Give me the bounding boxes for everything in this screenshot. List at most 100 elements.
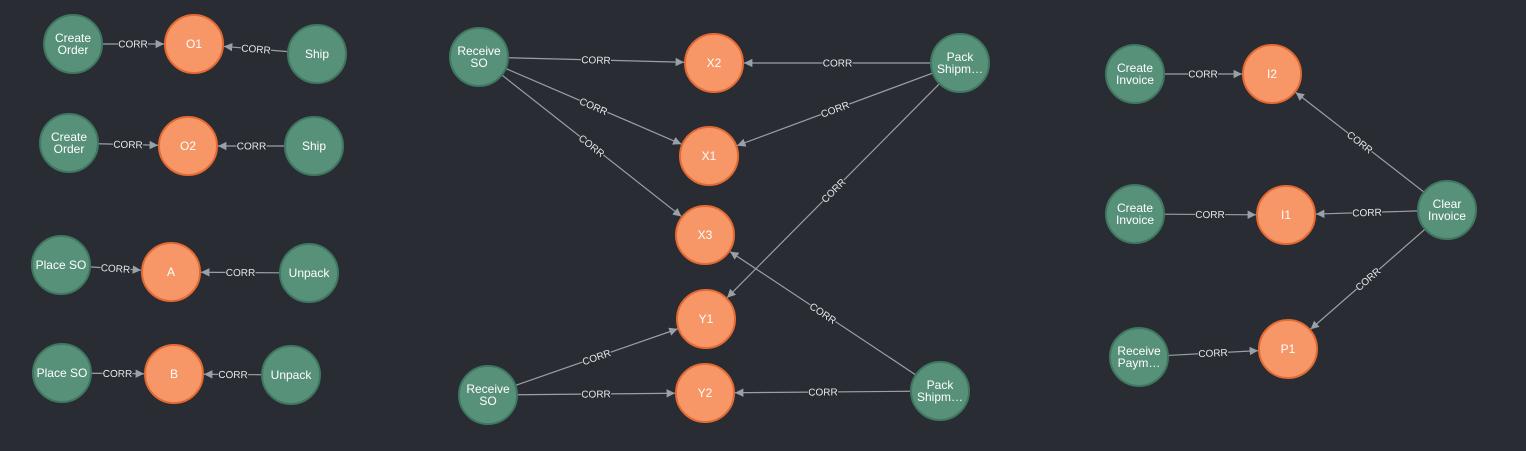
edge-n19-n18[interactable]: CORR [515,327,678,387]
edge-n12-n11[interactable]: CORR [203,368,263,381]
edge-n27-n28[interactable]: CORR [1167,346,1259,360]
edge-label-background [217,368,249,381]
edge-label-group: CORR [580,53,612,67]
object-node-n2[interactable]: O1 [164,14,224,74]
edge-label-background [1351,206,1383,219]
node-label: X3 [698,228,713,242]
edge-n1-n2[interactable]: CORR [102,38,164,51]
edge-n3-n2[interactable]: CORR [223,41,289,57]
object-node-n23[interactable]: I2 [1242,44,1302,104]
node-label: I1 [1281,208,1291,222]
edge-label-group: CORR [112,138,144,152]
node-label: Unpack [271,368,313,382]
edge-n19-n20[interactable]: CORR [516,387,676,401]
object-node-n11[interactable]: B [144,344,204,404]
node-label: SO [479,394,496,408]
edge-label: CORR [820,177,849,206]
node-circle [1105,184,1165,244]
object-node-n8[interactable]: A [141,242,201,302]
edge-n21-n20[interactable]: CORR [734,385,912,399]
event-node-n10[interactable]: Place SO [32,343,92,403]
edge-n4-n5[interactable]: CORR [97,138,159,152]
edge-n26-n28[interactable]: CORR [1310,228,1426,330]
object-node-n25[interactable]: I1 [1256,185,1316,245]
edge-label: CORR [226,268,256,279]
edge-label-background [1344,128,1376,157]
event-node-n7[interactable]: Place SO [31,235,91,295]
edge-n10-n11[interactable]: CORR [90,367,145,380]
event-node-n6[interactable]: Ship [284,116,344,176]
node-label: X1 [702,149,717,163]
object-node-n18[interactable]: Y1 [676,289,736,349]
edge-label-background [112,138,144,151]
edge-n15-n14[interactable]: CORR [744,57,931,70]
edge-n26-n23[interactable]: CORR [1295,91,1425,193]
node-circle [1109,327,1169,387]
edge-label-background [576,131,608,160]
edge-label-background [102,367,133,380]
node-label: Create [1117,201,1153,215]
edge-label-background [100,261,131,276]
edge-n13-n16[interactable]: CORR [505,67,682,145]
edge-n26-n25[interactable]: CORR [1315,206,1419,219]
edge-n21-n17[interactable]: CORR [729,251,917,376]
node-circle [675,205,735,265]
node-label: Invoice [1428,209,1466,223]
node-circle [679,126,739,186]
edge-label-background [1197,346,1229,360]
node-circle [1105,44,1165,104]
edge-label: CORR [1195,210,1225,221]
edge-label-group: CORR [1188,68,1218,81]
edge-n24-n25[interactable]: CORR [1163,208,1257,221]
object-node-n16[interactable]: X1 [679,126,739,186]
edge-n7-n8[interactable]: CORR [89,261,142,276]
object-node-n20[interactable]: Y2 [675,363,735,423]
event-node-n9[interactable]: Unpack [279,243,339,303]
node-label: Ship [305,47,329,61]
event-node-n27[interactable]: ReceivePaym… [1109,327,1169,387]
event-node-n12[interactable]: Unpack [261,345,321,405]
object-node-n28[interactable]: P1 [1258,319,1318,379]
node-circle [684,33,744,93]
node-label: Create [1117,61,1153,75]
node-label: Receive [1117,344,1161,358]
edge-n9-n8[interactable]: CORR [200,266,281,279]
edge-label-background [240,41,272,57]
edge-label-group: CORR [100,261,131,276]
node-circle [458,365,518,425]
node-circle [930,33,990,93]
edge-label-group: CORR [1197,346,1229,360]
edge-label-group: CORR [818,175,849,206]
edge-label-group: CORR [236,140,267,153]
object-node-n14[interactable]: X2 [684,33,744,93]
node-circle [31,235,91,295]
edge-n15-n16[interactable]: CORR [736,72,934,147]
node-label: Shipm… [917,390,963,404]
event-node-n21[interactable]: PackShipm… [910,361,970,421]
node-circle [32,343,92,403]
edge-n22-n23[interactable]: CORR [1164,68,1242,81]
event-node-n3[interactable]: Ship [287,24,347,84]
edge-n13-n14[interactable]: CORR [507,53,685,67]
edge-label: CORR [113,140,143,152]
node-circle [39,113,99,173]
edge-label-group: CORR [822,57,853,70]
edge-label: CORR [808,387,838,398]
object-node-n5[interactable]: O2 [158,116,218,176]
edge-label-group: CORR [1351,206,1383,219]
object-node-n17[interactable]: X3 [675,205,735,265]
event-node-n15[interactable]: PackShipm… [930,33,990,93]
node-label: Invoice [1116,213,1154,227]
edge-n6-n5[interactable]: CORR [218,140,285,153]
node-label: Y1 [699,312,714,326]
edge-label-group: CORR [580,346,613,368]
edge-n13-n17[interactable]: CORR [501,74,682,217]
